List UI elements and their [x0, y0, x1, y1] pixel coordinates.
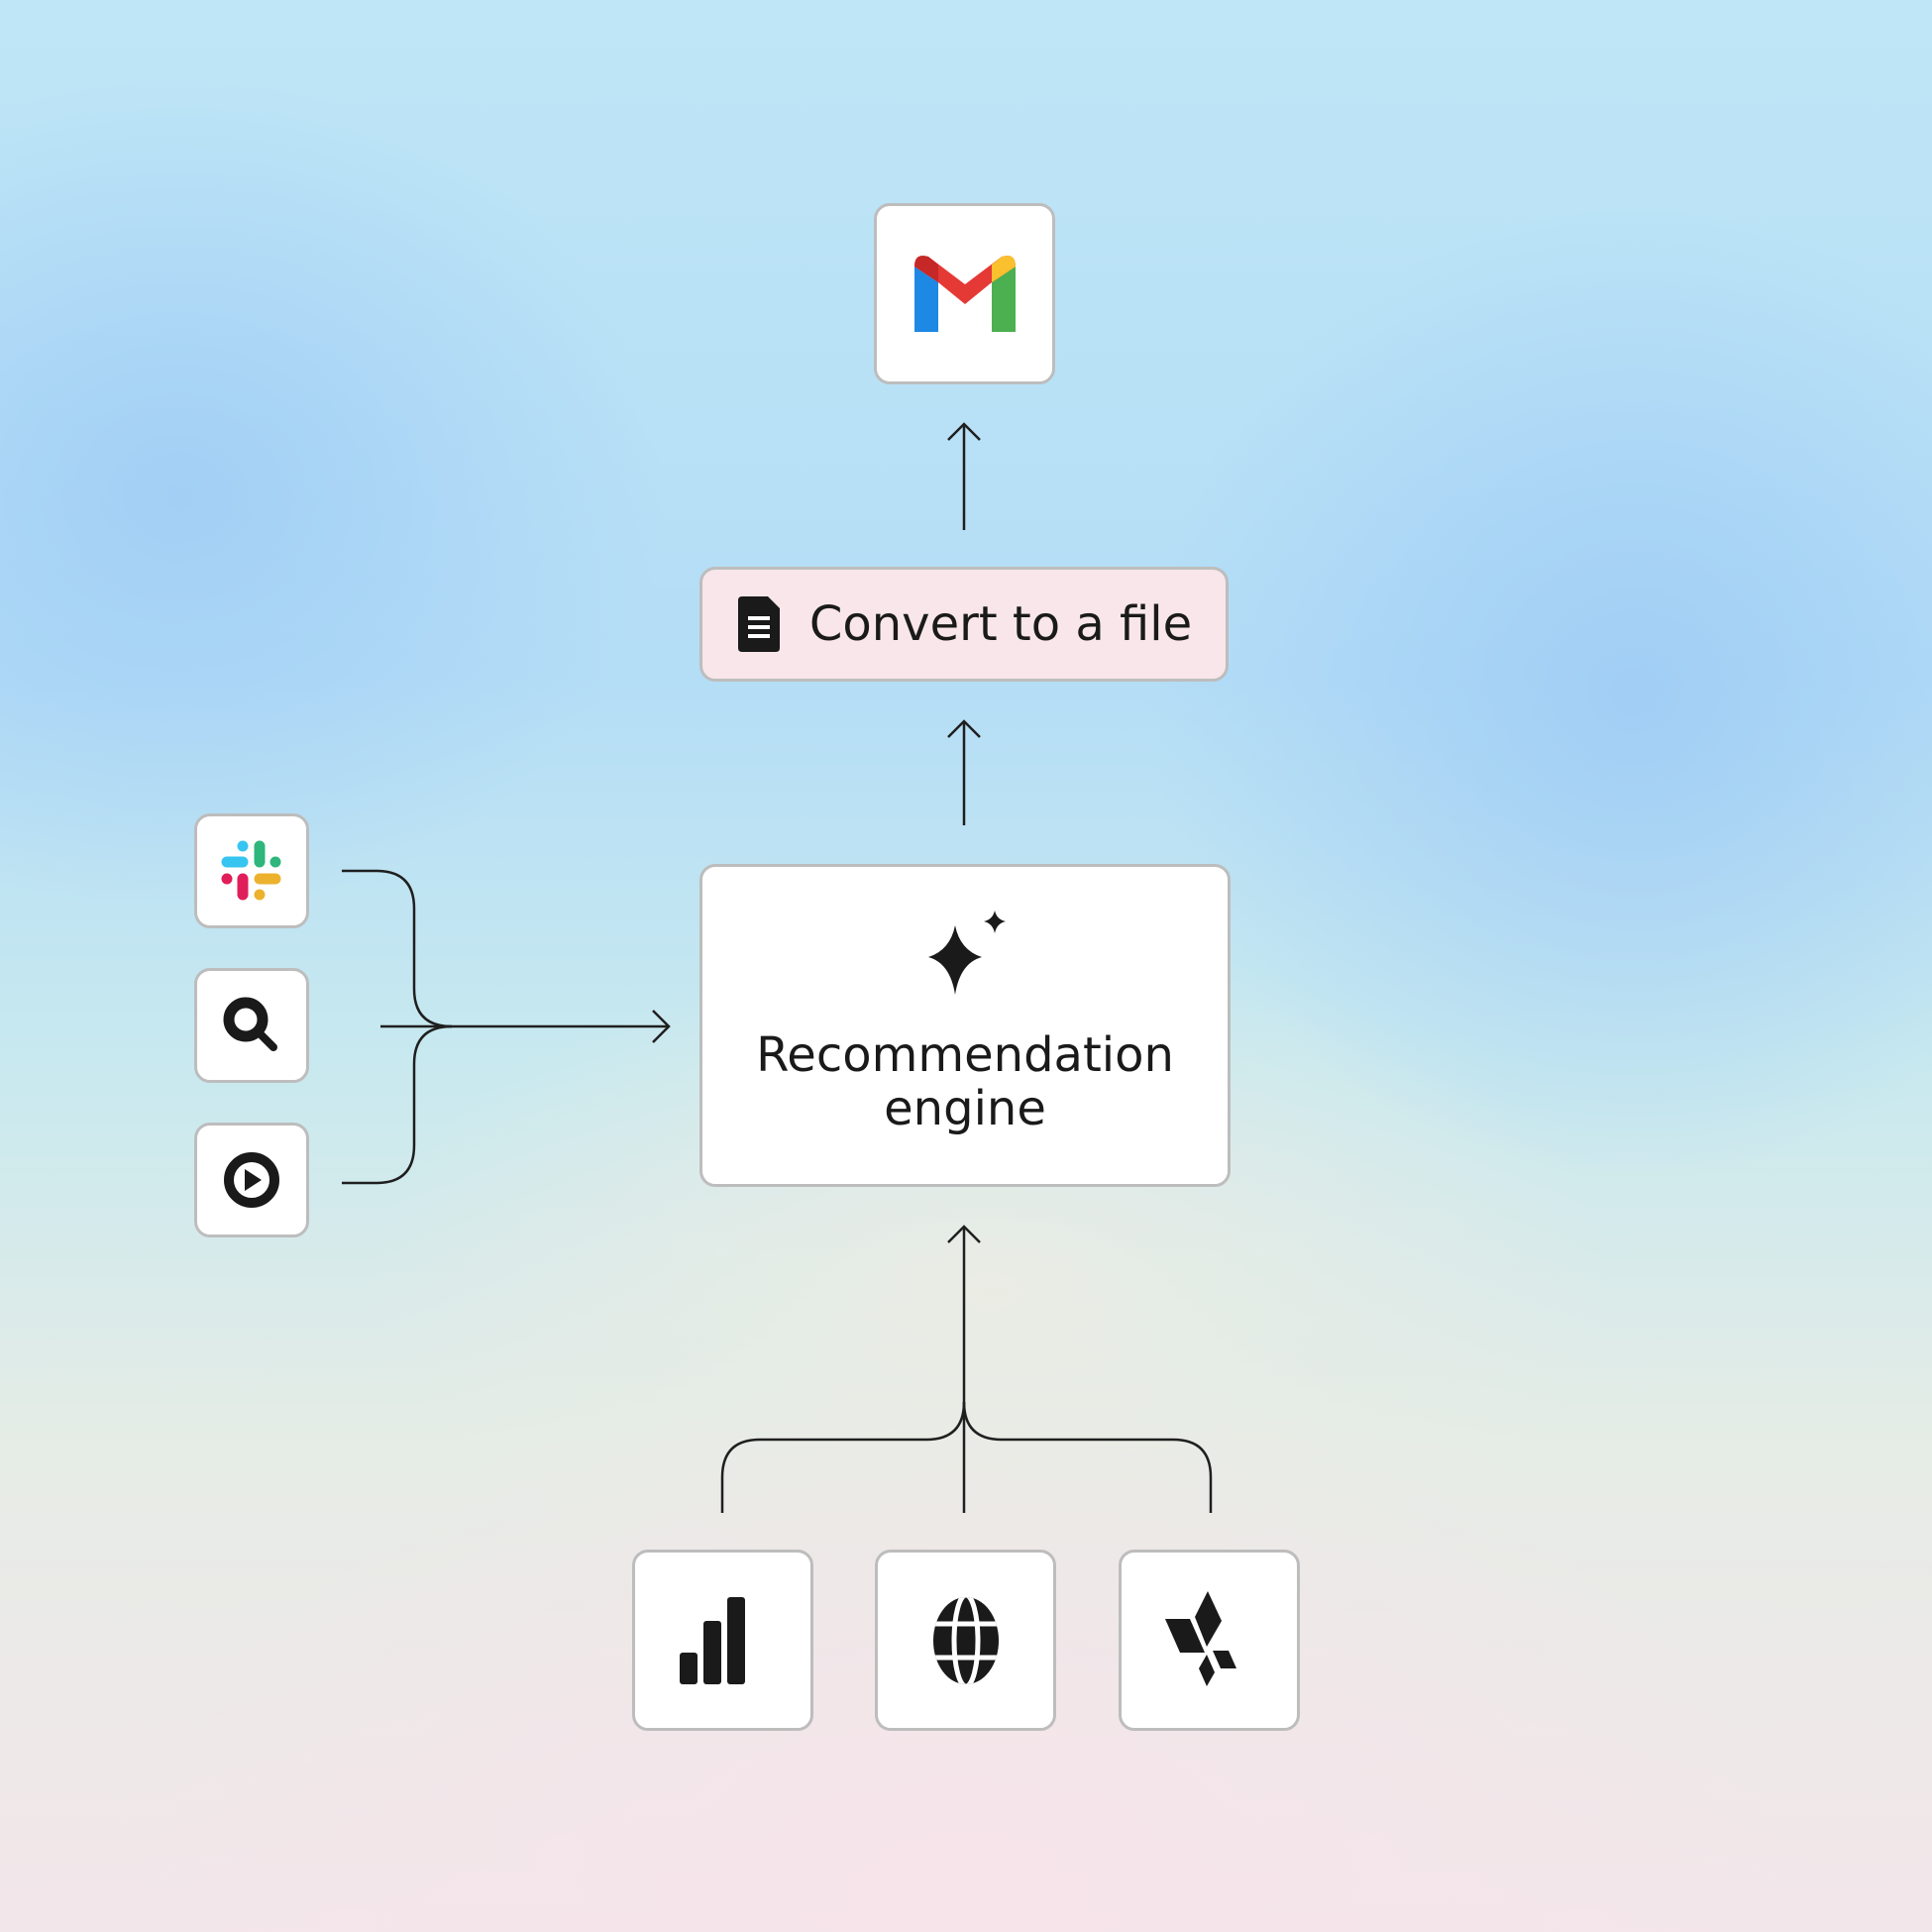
gmail-icon — [913, 255, 1016, 332]
play-circle-icon — [224, 1152, 279, 1208]
engine-label: Recommendation engine — [756, 1028, 1174, 1135]
analytics-node[interactable] — [632, 1550, 813, 1731]
document-icon — [737, 596, 780, 652]
engine-label-line1: Recommendation — [756, 1027, 1174, 1083]
diamond-logo-icon — [1164, 1590, 1236, 1686]
slack-icon — [221, 840, 281, 901]
arrow-bottom-inputs-to-engine — [720, 1225, 1213, 1513]
recommendation-engine-node[interactable]: Recommendation engine — [699, 864, 1231, 1187]
search-node[interactable] — [194, 968, 309, 1083]
sparkle-icon — [928, 911, 1006, 995]
play-node[interactable] — [194, 1123, 309, 1237]
arrow-left-inputs-to-engine — [342, 869, 671, 1185]
gmail-node[interactable] — [874, 203, 1055, 384]
convert-label: Convert to a file — [808, 596, 1193, 652]
engine-label-line2: engine — [884, 1081, 1046, 1136]
arrow-convert-to-gmail — [947, 422, 981, 530]
convert-to-file-node[interactable]: Convert to a file — [699, 567, 1229, 682]
bar-chart-icon — [679, 1596, 745, 1684]
web-node[interactable] — [875, 1550, 1056, 1731]
search-icon — [223, 997, 277, 1051]
globe-icon — [932, 1596, 999, 1684]
app-logo-node[interactable] — [1119, 1550, 1300, 1731]
slack-node[interactable] — [194, 813, 309, 928]
arrow-engine-to-convert — [947, 719, 981, 825]
